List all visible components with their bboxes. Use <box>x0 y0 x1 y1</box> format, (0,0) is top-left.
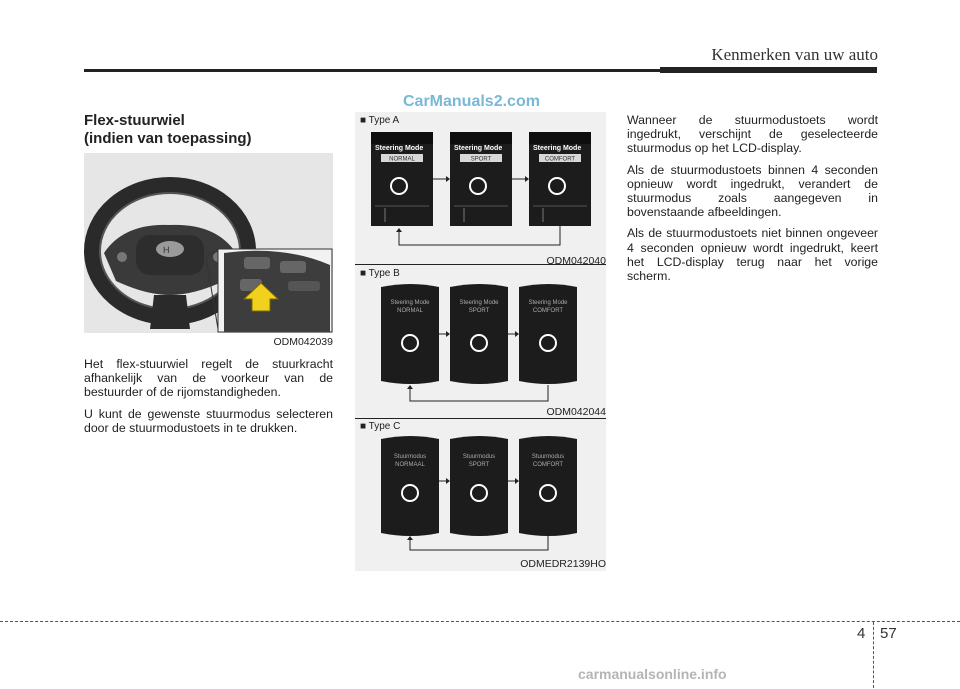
right-text-block: Wanneer de stuurmodustoets wordt ingedru… <box>627 113 878 290</box>
section-title-line2: (indien van toepassing) <box>84 130 252 147</box>
header-rule-accent <box>660 67 877 73</box>
watermark-top[interactable]: CarManuals2.com <box>403 93 540 110</box>
type-b-screen-2-heading: Steering Mode <box>459 300 499 306</box>
type-c-panel: ■ Type C Stuurmodus NORMAAL Stuurmodus S… <box>355 419 606 571</box>
section-title-line1: Flex-stuurwiel <box>84 112 185 129</box>
type-b-label: ■ Type B <box>360 268 400 279</box>
type-b-screen-1-mode: NORMAL <box>397 308 423 314</box>
type-b-screen-2-mode: SPORT <box>469 308 490 314</box>
type-c-label: ■ Type C <box>360 421 401 432</box>
type-b-screen-1: Steering Mode NORMAL <box>381 284 439 384</box>
type-a-screen-3-heading: Steering Mode <box>533 145 581 152</box>
left-text-block: Het flex-stuurwiel regelt de stuurkracht… <box>84 357 333 442</box>
type-c-screen-3-heading: Stuurmodus <box>532 454 564 460</box>
footer-rule <box>0 621 960 622</box>
section-title: Flex-stuurwiel (indien van toepassing) <box>84 112 252 148</box>
type-b-screen-2: Steering Mode SPORT <box>450 284 508 384</box>
type-c-diagram: Stuurmodus NORMAAL Stuurmodus SPORT Stuu… <box>381 436 577 551</box>
type-b-screen-3-heading: Steering Mode <box>528 300 568 306</box>
svg-text:H: H <box>163 245 170 255</box>
type-b-screen-1-heading: Steering Mode <box>390 300 430 306</box>
page-separator <box>873 622 874 688</box>
type-a-screen-2-heading: Steering Mode <box>454 145 502 152</box>
type-a-panel: ■ Type A Steering Mode NORMAL Steering M… <box>355 112 606 268</box>
paragraph: Als de stuurmodustoets binnen 4 seconden… <box>627 162 878 220</box>
type-b-diagram: Steering Mode NORMAL Steering Mode SPORT… <box>381 284 577 402</box>
panel-divider <box>355 264 606 265</box>
paragraph: Wanneer de stuurmodustoets wordt ingedru… <box>627 113 878 156</box>
panel-divider <box>355 418 606 419</box>
chapter-title: Kenmerken van uw auto <box>711 45 878 64</box>
paragraph: Het flex-stuurwiel regelt de stuurkracht… <box>84 357 333 400</box>
header-rule <box>84 69 877 72</box>
steering-wheel-illustration: H <box>84 153 333 333</box>
type-a-screen-1-mode: NORMAL <box>389 157 415 163</box>
type-c-screen-2-heading: Stuurmodus <box>463 454 495 460</box>
type-a-label: ■ Type A <box>360 115 400 126</box>
figure-code-main: ODM042039 <box>273 336 333 348</box>
page-number: 57 <box>880 625 897 642</box>
type-b-code: ODM042044 <box>546 406 606 418</box>
type-b-screen-3-mode: COMFORT <box>533 308 564 314</box>
type-c-code: ODMEDR2139HO <box>520 558 606 570</box>
type-c-screen-2-mode: SPORT <box>469 462 490 468</box>
type-c-screen-1-heading: Stuurmodus <box>394 454 426 460</box>
type-a-screen-2-mode: SPORT <box>471 157 492 163</box>
type-c-screen-1-mode: NORMAAL <box>395 462 425 468</box>
type-c-screen-1: Stuurmodus NORMAAL <box>381 436 439 536</box>
chapter-number: 4 <box>857 625 866 642</box>
type-a-diagram: Steering Mode NORMAL Steering Mode SPORT… <box>371 132 591 246</box>
type-a-screen-3: Steering Mode COMFORT <box>529 132 591 226</box>
type-c-screen-2: Stuurmodus SPORT <box>450 436 508 536</box>
type-a-screen-3-mode: COMFORT <box>545 157 576 163</box>
watermark-bottom[interactable]: carmanualsonline.info <box>578 666 727 682</box>
paragraph: U kunt de gewenste stuurmodus selecteren… <box>84 406 333 435</box>
type-c-screen-3: Stuurmodus COMFORT <box>519 436 577 536</box>
type-b-panel: ■ Type B Steering Mode NORMAL Steering M… <box>355 265 606 420</box>
type-b-screen-3: Steering Mode COMFORT <box>519 284 577 384</box>
paragraph: Als de stuurmodustoets niet binnen ongev… <box>627 226 878 284</box>
type-a-screen-2: Steering Mode SPORT <box>450 132 512 226</box>
type-a-screen-1-heading: Steering Mode <box>375 145 423 152</box>
type-c-screen-3-mode: COMFORT <box>533 462 564 468</box>
steering-wheel-photo: H <box>84 153 333 333</box>
type-a-screen-1: Steering Mode NORMAL <box>371 132 433 226</box>
